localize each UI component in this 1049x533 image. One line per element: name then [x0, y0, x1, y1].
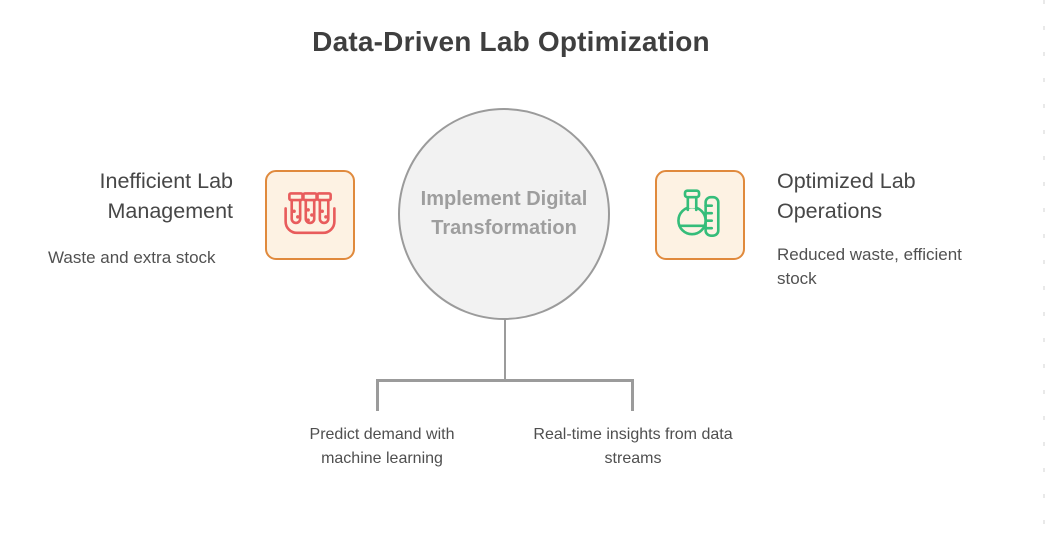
center-node-circle: Implement Digital Transformation: [398, 108, 610, 320]
page-title: Data-Driven Lab Optimization: [312, 26, 710, 57]
connector-tick-left: [376, 379, 379, 411]
branch-label-realtime: Real-time insights from data streams: [533, 426, 733, 467]
test-tubes-icon: [284, 192, 336, 235]
connector-tick-right: [631, 379, 634, 411]
right-edge-dashed-line: [1043, 0, 1045, 533]
center-node-label: Implement Digital Transformation: [420, 188, 588, 239]
connector-crossbar: [376, 379, 634, 382]
left-node-heading: Inefficient Lab Management: [99, 169, 233, 223]
right-node-subtitle: Reduced waste, efficient stock: [777, 245, 962, 288]
right-icon-box: [655, 170, 745, 260]
left-icon-box: [265, 170, 355, 260]
connector-stem: [503, 320, 506, 381]
right-node-heading: Optimized Lab Operations: [777, 169, 916, 223]
branch-label-ml: Predict demand with machine learning: [309, 426, 455, 467]
left-node-subtitle: Waste and extra stock: [48, 248, 216, 267]
flask-icon: [677, 189, 720, 237]
